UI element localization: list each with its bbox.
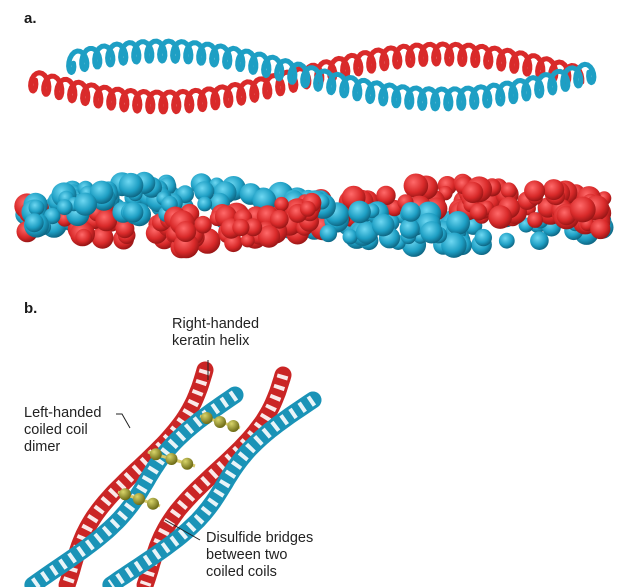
left-handed-leader — [116, 413, 131, 429]
sulfur-atom — [200, 412, 213, 424]
sulfur-atom — [227, 420, 240, 432]
disulfide-callout: Disulfide bridges between two coiled coi… — [206, 530, 313, 581]
disulfide-leader — [164, 519, 201, 541]
blue-surface-atom — [420, 221, 443, 244]
space-filling-surface — [14, 171, 614, 259]
blue-helix-strand-1-turns — [29, 390, 239, 587]
blue-surface-atom — [348, 200, 371, 224]
blue-surface-atom — [24, 213, 44, 233]
red-surface-atom — [91, 226, 114, 249]
blue-surface-atom — [319, 224, 338, 243]
red-surface-atom — [470, 203, 488, 221]
blue-surface-atom — [73, 192, 97, 216]
red-surface-atom — [524, 180, 546, 202]
blue-ribbon-helix — [66, 38, 597, 112]
red-surface-atom — [232, 218, 250, 237]
red-surface-atom — [300, 201, 316, 217]
sulfur-atom — [165, 453, 178, 465]
left-handed-callout: Left-handed coiled coil dimer — [24, 405, 101, 456]
left-handed-line-1: Left-handed — [24, 405, 102, 421]
callout-leaders — [116, 360, 209, 541]
panel-a-label: a. — [24, 10, 37, 27]
red-surface-atom — [115, 219, 135, 239]
red-surface-atom — [95, 209, 118, 232]
panel-b-label: b. — [24, 300, 38, 317]
red-surface-atom — [569, 196, 596, 223]
right-handed-line-2: keratin helix — [172, 333, 250, 349]
right-handed-line-1: Right-handed — [172, 316, 260, 332]
red-surface-atom — [257, 225, 281, 248]
blue-surface-atom — [530, 231, 549, 250]
red-surface-atom — [543, 179, 565, 201]
blue-surface-atom — [441, 232, 467, 258]
sulfur-atom — [119, 488, 131, 501]
red-surface-atom — [175, 221, 197, 242]
left-handed-line-3: dimer — [24, 439, 61, 455]
blue-surface-atom — [400, 202, 421, 222]
red-surface-atom — [462, 181, 484, 203]
sulfur-atom — [149, 448, 162, 461]
left-handed-line-2: coiled coil — [24, 422, 88, 438]
sulfur-atom — [133, 493, 145, 505]
red-surface-atom — [488, 205, 512, 229]
red-surface-atom — [500, 182, 517, 199]
red-surface-atom — [590, 218, 611, 240]
red-surface-atom — [244, 218, 263, 237]
right-handed-callout: Right-handed keratin helix — [172, 316, 259, 350]
blue-surface-atom — [446, 211, 470, 235]
disulfide-line-1: Disulfide bridges — [206, 530, 314, 546]
red-surface-atom — [194, 215, 212, 234]
blue-helix-strand-2-turns — [107, 395, 317, 587]
blue-surface-atom — [498, 232, 515, 249]
blue-surface-atom — [28, 199, 45, 216]
blue-surface-atom — [342, 229, 358, 245]
blue-surface-atom — [194, 181, 215, 202]
red-surface-atom — [240, 233, 255, 248]
coiled-coil-diagram — [24, 361, 322, 587]
red-surface-atom — [403, 173, 429, 199]
blue-surface-atom — [56, 199, 73, 216]
blue-surface-atom — [44, 207, 61, 225]
red-surface-atom — [269, 209, 289, 229]
disulfide-line-2: between two — [206, 547, 288, 563]
blue-surface-atom — [399, 218, 420, 239]
blue-surface-atom — [474, 228, 492, 247]
ribbon-helices — [28, 38, 597, 115]
blue-surface-atom — [123, 202, 144, 223]
red-surface-atom — [274, 196, 289, 212]
blue-surface-atom — [197, 196, 213, 212]
sulfur-atom — [147, 497, 159, 510]
sulfur-atom — [181, 457, 194, 470]
blue-surface-atom — [89, 180, 114, 204]
red-surface-atom — [527, 212, 543, 228]
blue-surface-atom — [118, 172, 144, 198]
red-surface-atom — [376, 185, 396, 206]
red-helix-strand-2-turns — [139, 373, 289, 587]
blue-surface-atom — [371, 213, 395, 237]
sulfur-atom — [214, 416, 226, 428]
red-surface-atom — [75, 228, 92, 246]
disulfide-line-3: coiled coils — [206, 564, 277, 580]
